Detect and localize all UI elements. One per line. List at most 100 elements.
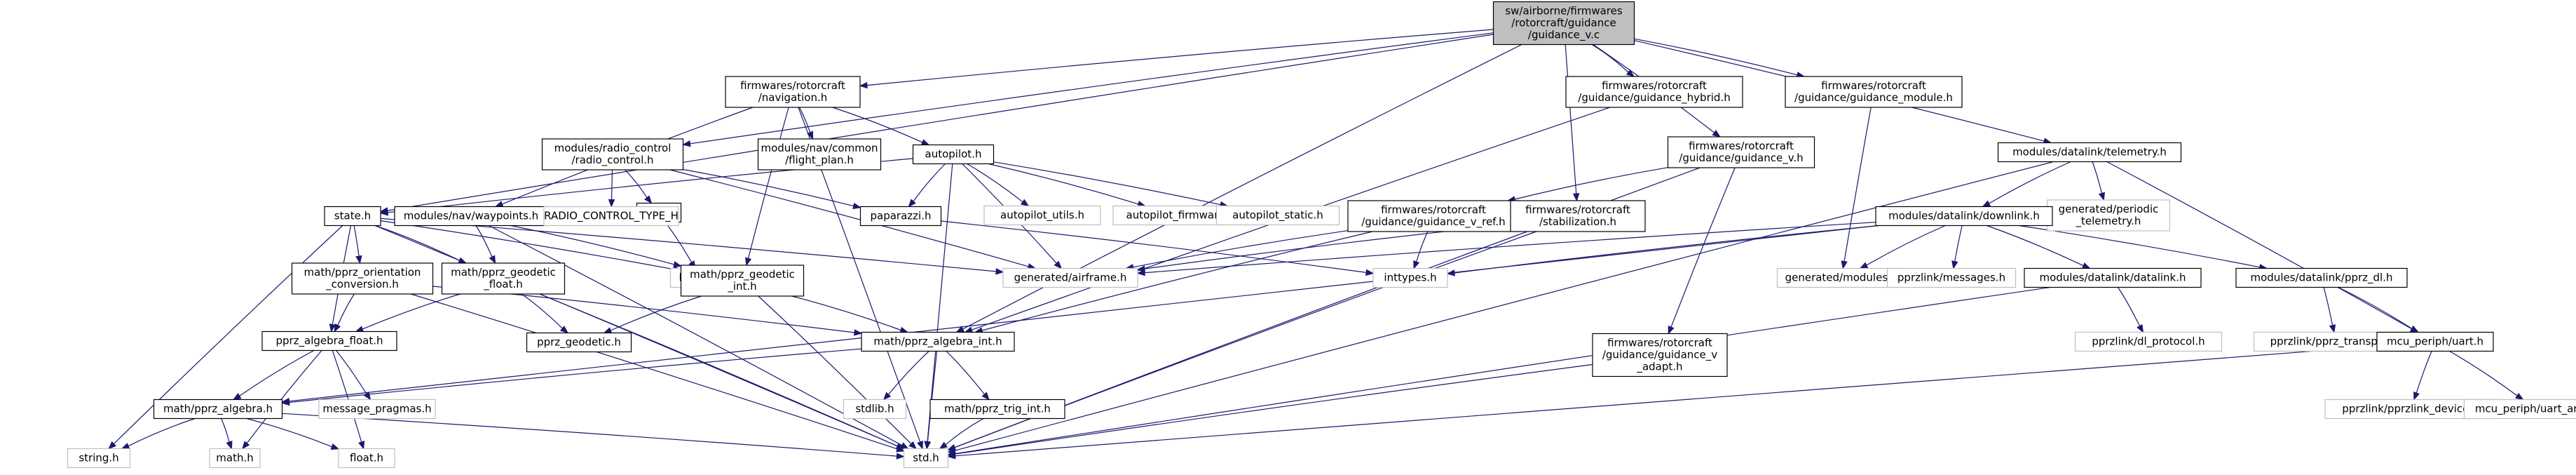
node-box [725,76,861,108]
node-algint[interactable]: math/pprz_algebra_int.h [861,331,1015,352]
node-uart[interactable]: mcu_periph/uart.h [2376,331,2494,352]
edge-line [866,29,1494,86]
edge-arrowhead [1020,199,1030,207]
node-uartarch[interactable]: mcu_periph/uart_arch.h [2463,399,2576,420]
node-string[interactable]: string.h [67,448,131,469]
node-genmodules[interactable]: generated/modules.h [1776,267,1907,288]
node-radio[interactable]: modules/radio_control/radio_control.h [541,138,684,170]
node-label: _conversion.h [325,278,399,291]
node-algfloat[interactable]: pprz_algebra_float.h [261,330,397,352]
node-paparazzi[interactable]: paparazzi.h [859,206,942,227]
node-box [1565,76,1743,108]
node-math[interactable]: math.h [209,448,261,469]
edge-algint-to-stdlib [882,351,929,401]
edge-arrowhead [108,441,117,450]
node-geofloat[interactable]: math/pprz_geodetic_float.h [441,262,566,295]
node-box [1785,76,1963,108]
node-box [541,138,684,170]
edge-line [611,169,613,200]
edge-line [1591,44,1629,73]
node-telemetry[interactable]: modules/datalink/telemetry.h [1997,142,2182,163]
node-stdlib[interactable]: stdlib.h [843,399,907,420]
node-label: math.h [216,452,253,464]
node-autopilot[interactable]: autopilot.h [912,144,995,165]
node-pprzmsg[interactable]: pprzlink/messages.h [1886,267,2017,288]
node-msgpragmas[interactable]: message_pragmas.h [318,399,436,420]
node-box [1510,200,1646,232]
edge-algebra-to-float [246,417,340,450]
node-orient[interactable]: math/pprz_orientation_conversion.h [291,262,434,295]
node-aputils[interactable]: autopilot_utils.h [983,205,1101,226]
edge-arrowhead [121,443,130,450]
edge-gvadapt-to-std [947,363,1593,457]
node-label: _adapt.h [1636,361,1682,374]
edge-line [380,220,674,270]
node-label: string.h [79,452,118,464]
node-apstatic[interactable]: autopilot_static.h [1215,205,1340,226]
node-float[interactable]: float.h [338,448,395,469]
edge-orient-to-std [410,293,905,453]
edge-arrowhead [920,139,930,146]
edge-arrowhead [882,392,892,401]
node-dlproto[interactable]: pprzlink/dl_protocol.h [2074,331,2223,352]
node-dlpprzdl[interactable]: modules/datalink/pprz_dl.h [2235,267,2408,288]
node-gmodule[interactable]: firmwares/rotorcraft/guidance/guidance_m… [1785,76,1963,108]
edge-algint-to-trigint [946,351,990,401]
node-root[interactable]: sw/airborne/firmwares/rotorcraft/guidanc… [1492,1,1635,46]
node-label: float.h [350,452,383,464]
node-gvadapt[interactable]: firmwares/rotorcraft/guidance/guidance_v… [1592,333,1728,377]
node-geodetic[interactable]: pprz_geodetic.h [526,332,632,353]
edge-line [1670,167,1736,328]
node-rctype[interactable]: RADIO_CONTROL_TYPE_H [543,206,679,227]
node-label: /guidance/guidance_v.h [1679,152,1803,165]
node-label: /guidance/guidance_module.h [1794,91,1953,105]
edge-line [521,293,563,329]
edge-line [332,350,362,443]
node-dldatalink[interactable]: modules/datalink/datalink.h [2024,267,2202,288]
node-label: generated/modules.h [1785,272,1898,284]
edge-line [791,295,901,331]
node-gvref[interactable]: firmwares/rotorcraft/guidance/guidance_v… [1347,200,1520,232]
edge-algint-to-algebra [281,348,862,406]
edge-arrowhead [329,323,336,333]
node-std[interactable]: std.h [903,448,949,469]
node-nav[interactable]: firmwares/rotorcraft/navigation.h [725,76,861,108]
edge-arrowhead [2137,323,2144,333]
node-genperiodic[interactable]: generated/periodic_telemetry.h [2046,199,2171,232]
node-waypoints[interactable]: modules/nav/waypoints.h [394,206,548,227]
node-downlink[interactable]: modules/datalink/downlink.h [1875,206,2053,227]
node-label: pprzlink/pprz_transport.h [2270,335,2403,349]
node-label: /flight_plan.h [785,154,854,167]
node-label: /guidance/guidance_v [1602,349,1717,362]
node-inttypes[interactable]: inttypes.h [1372,267,1448,288]
edge-line [967,163,1023,203]
edge-line [2019,225,2261,268]
edge-arrowhead [1136,269,1145,276]
node-box [1372,267,1448,288]
edge-line [690,32,1494,145]
node-box [843,399,907,420]
edge-arrowhead [1859,262,1869,269]
node-box [441,262,566,295]
edge-root-to-gmodule [1634,38,1806,79]
edge-line [1133,230,1349,268]
node-guidv[interactable]: firmwares/rotorcraft/guidance/guidance_v… [1667,136,1815,168]
node-ghybrid[interactable]: firmwares/rotorcraft/guidance/guidance_h… [1565,76,1743,108]
node-genairframe[interactable]: generated/airframe.h [1002,267,1138,288]
node-navflight[interactable]: modules/nav/common/flight_plan.h [757,138,882,170]
node-geoint[interactable]: math/pprz_geodetic_int.h [680,265,805,297]
edge-line [988,163,1139,205]
edge-arrowhead [559,326,569,334]
node-stab[interactable]: firmwares/rotorcraft/stabilization.h [1510,200,1646,232]
edge-line [353,225,360,257]
node-label: firmwares/rotorcraft [1602,79,1707,92]
edge-arrowhead [330,443,340,450]
node-algebra[interactable]: math/pprz_algebra.h [153,399,283,420]
edge-arrowhead [1413,260,1420,269]
node-state[interactable]: state.h [324,206,381,227]
node-label: /rotorcraft/guidance [1511,17,1616,29]
edge-geoint-to-std [758,295,917,450]
node-label: pprzlink/pprzlink_device.h [2342,403,2479,416]
node-trigint[interactable]: math/pprz_trig_int.h [929,399,1065,420]
edge-algebra-to-math [221,418,233,450]
